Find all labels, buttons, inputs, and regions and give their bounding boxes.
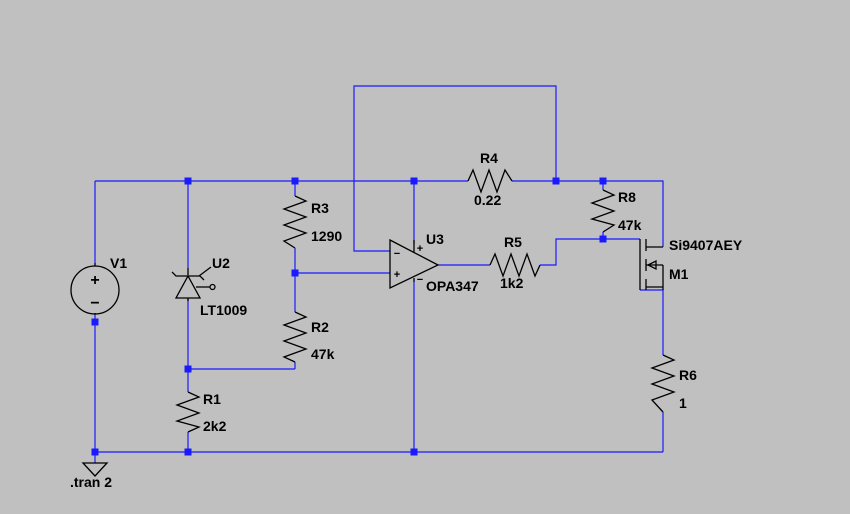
junctions — [91, 177, 607, 456]
resistor-r6[interactable] — [650, 354, 676, 413]
r8-label: R8 — [618, 189, 636, 205]
m1-label: M1 — [669, 266, 689, 282]
r1-value: 2k2 — [203, 418, 227, 434]
resistor-r5[interactable] — [489, 252, 541, 278]
r3-label: R3 — [311, 200, 329, 216]
ground-symbol — [81, 462, 109, 477]
resistor-r4[interactable] — [467, 168, 513, 194]
r2-label: R2 — [311, 319, 329, 335]
resistor-r1[interactable] — [174, 391, 201, 433]
u2-value: LT1009 — [200, 302, 247, 318]
r6-label: R6 — [679, 367, 697, 383]
resistor-r3[interactable] — [282, 195, 308, 249]
u3-label: U3 — [426, 231, 444, 247]
spice-directive[interactable]: .tran 2 — [70, 474, 112, 490]
v1-minus-sign: − — [90, 295, 99, 312]
opamp-u3[interactable]: − + + − — [389, 238, 440, 290]
resistor-r2[interactable] — [282, 311, 308, 363]
r5-value: 1k2 — [500, 275, 524, 291]
r8-value: 47k — [618, 217, 642, 233]
voltage-source-v1[interactable]: + − — [70, 263, 120, 315]
r6-value: 1 — [679, 395, 687, 411]
r1-label: R1 — [203, 391, 221, 407]
r2-value: 47k — [311, 346, 335, 362]
voltage-reference-u2[interactable] — [171, 266, 216, 301]
v1-plus-sign: + — [90, 272, 99, 289]
resistor-r8[interactable] — [589, 189, 616, 233]
u2-label: U2 — [212, 255, 230, 271]
u3-vminus-sign: − — [417, 274, 423, 286]
u3-inverting-sign: − — [394, 248, 400, 260]
u3-value: OPA347 — [426, 278, 479, 294]
r3-value: 1290 — [311, 228, 342, 244]
u3-vplus-sign: + — [417, 243, 423, 255]
m1-value: Si9407AEY — [669, 237, 743, 253]
u3-noninverting-sign: + — [394, 269, 400, 281]
r4-value: 0.22 — [474, 192, 501, 208]
v1-label: V1 — [110, 255, 127, 271]
r5-label: R5 — [504, 234, 522, 250]
r4-label: R4 — [480, 150, 498, 166]
mosfet-m1[interactable] — [639, 239, 664, 290]
